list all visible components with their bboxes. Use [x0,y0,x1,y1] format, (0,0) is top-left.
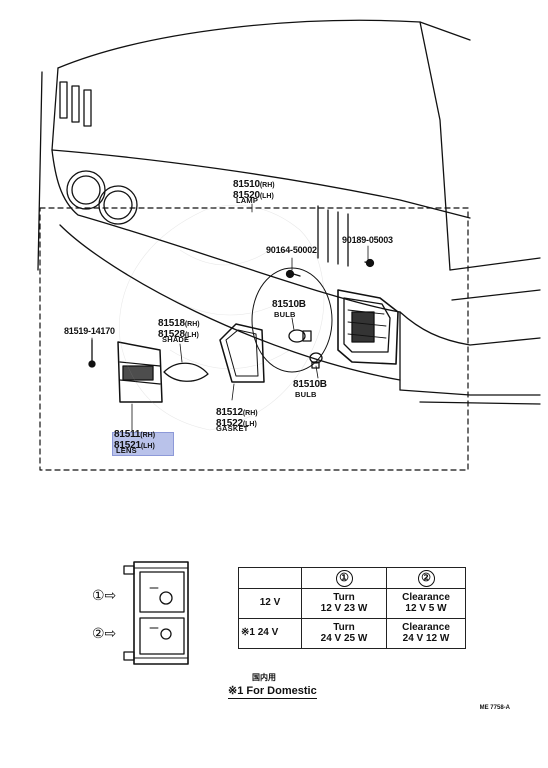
clearance-label: Clearance [402,622,450,633]
part-bulb-bottom-name: BULB [295,390,317,399]
part-shade-rh: 81518(RH) [158,314,200,330]
part-suffix: (LH) [259,193,274,200]
clearance-label: Clearance [402,592,450,603]
turn-value: 24 V 25 W [320,632,368,644]
part-lamp-name: LAMP [236,196,259,205]
part-bulb-top: 81510B [272,299,306,310]
clearance-value: 12 V 5 W [405,602,447,614]
legend-lamp-unit [123,561,189,665]
part-lamp-lh: 81520(LH) [233,186,274,202]
table-header-cell: ① [301,567,387,589]
part-gasket-name: GASKET [216,424,249,433]
column-2-marker: ② [417,569,435,587]
bulb-top [288,329,312,343]
part-screw-90164: 90164-50002 [266,245,317,255]
part-number: 81520 [233,190,260,201]
column-1-marker: ① [335,569,353,587]
part-gasket-lh: 81522(LH) [216,414,257,430]
clearance-value: 24 V 12 W [402,632,450,644]
part-lens-rh: 81511(RH) [114,425,155,441]
part-lens-name: LENS [116,446,137,455]
reference-code: ME 7758-A [479,705,510,711]
domestic-marker: ※1 [241,627,255,639]
part-gasket-rh: 81512(RH) [216,403,258,419]
part-shade-name: SHADE [162,335,190,344]
voltage-value: 12 V [259,597,281,609]
part-suffix: (RH) [259,182,275,189]
turn-value: 12 V 23 W [320,602,368,614]
lamp-assembly [337,289,399,365]
lens [117,341,163,403]
lens-highlight [112,432,174,456]
screw-90164 [285,269,301,279]
part-screw-90189: 90189-05003 [342,235,393,245]
table-header-row: ① ② [238,567,466,589]
part-suffix: (RH) [184,321,200,328]
voltage-value: 24 V [257,627,279,639]
watermark-emblem [119,204,325,431]
part-number: 81510 [233,179,260,190]
footnote-japanese: 国内用 [252,673,276,682]
screw-81519 [88,339,96,368]
part-shade-lh: 81528(LH) [158,325,199,341]
table-header-cell: ② [386,567,466,589]
part-lens-lh: 81521(LH) [114,436,155,452]
table-header-cell [238,567,302,589]
part-suffix: (LH) [140,443,155,450]
part-number: 81518 [158,318,185,329]
part-suffix: (RH) [140,432,156,439]
part-number: 81522 [216,418,243,429]
part-suffix: (LH) [184,332,199,339]
part-bulb-bottom: 81510B [293,379,327,390]
legend-arrow-2: ②⇨ [92,625,117,641]
part-suffix: (LH) [242,421,257,428]
part-number: 81512 [216,407,243,418]
part-number: 81528 [158,329,185,340]
part-bulb-top-name: BULB [274,310,296,319]
voltage-cell: 12 V [238,588,302,619]
shade [163,362,209,382]
bulb-bottom [309,352,323,369]
voltage-cell: ※1 24 V [238,618,302,649]
part-suffix: (RH) [242,410,258,417]
vehicle-body [37,19,541,405]
turn-label: Turn [333,592,355,603]
leader-lines [91,203,369,431]
part-screw-81519: 81519-14170 [64,326,115,336]
gasket [219,323,265,383]
part-number: 81521 [114,440,141,451]
legend-arrow-1: ①⇨ [92,587,117,603]
part-number: 81511 [114,429,141,440]
footnote-domestic: ※1 For Domestic [228,685,317,699]
screw-90189 [364,258,375,268]
part-lamp-rh: 81510(RH) [233,175,275,191]
turn-label: Turn [333,622,355,633]
dashed-callout-box [39,207,469,471]
